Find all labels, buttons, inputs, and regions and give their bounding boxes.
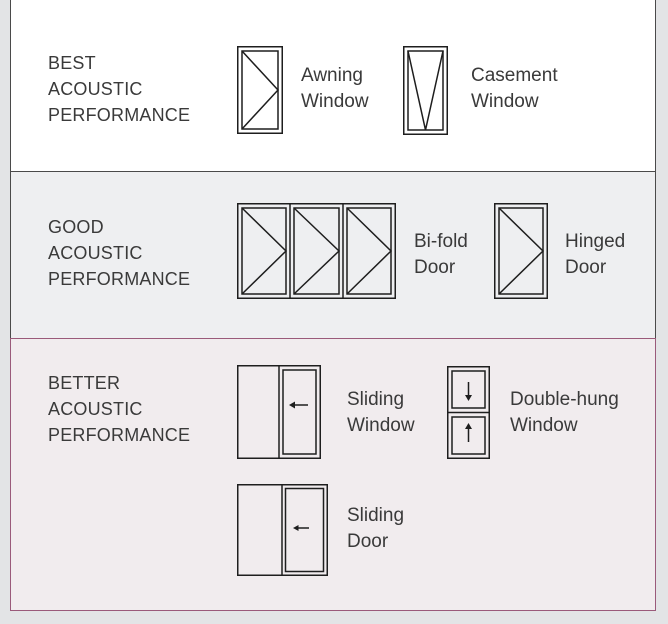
hinged-door-icon: [494, 203, 548, 299]
double-hung-window-icon: [447, 366, 490, 459]
sliding-door-icon: [237, 484, 328, 576]
good-performance-panel: GOOD ACOUSTIC PERFORMANCE Bi-fold Door H…: [10, 171, 656, 339]
good-performance-heading: GOOD ACOUSTIC PERFORMANCE: [48, 217, 191, 289]
best-performance-heading: BEST ACOUSTIC PERFORMANCE: [48, 53, 191, 125]
better-performance-panel: BETTER ACOUSTIC PERFORMANCE Sliding Wind…: [10, 338, 656, 611]
better-performance-heading: BETTER ACOUSTIC PERFORMANCE: [48, 373, 191, 445]
best-performance-panel: BEST ACOUSTIC PERFORMANCE Awning Window …: [10, 0, 656, 172]
bifold-door-icon: [237, 203, 396, 299]
double-hung-window-label: Double-hung Window: [510, 389, 619, 436]
awning-window-icon: [237, 46, 283, 134]
hinged-door-label: Hinged Door: [565, 231, 626, 278]
sliding-window-label: Sliding Window: [347, 389, 415, 436]
casement-window-label: Casement Window: [471, 65, 558, 112]
casement-window-icon: [403, 46, 448, 135]
sliding-window-icon: [237, 365, 321, 459]
sliding-door-label: Sliding Door: [347, 505, 405, 552]
awning-window-label: Awning Window: [301, 65, 369, 112]
bifold-door-label: Bi-fold Door: [414, 231, 468, 278]
